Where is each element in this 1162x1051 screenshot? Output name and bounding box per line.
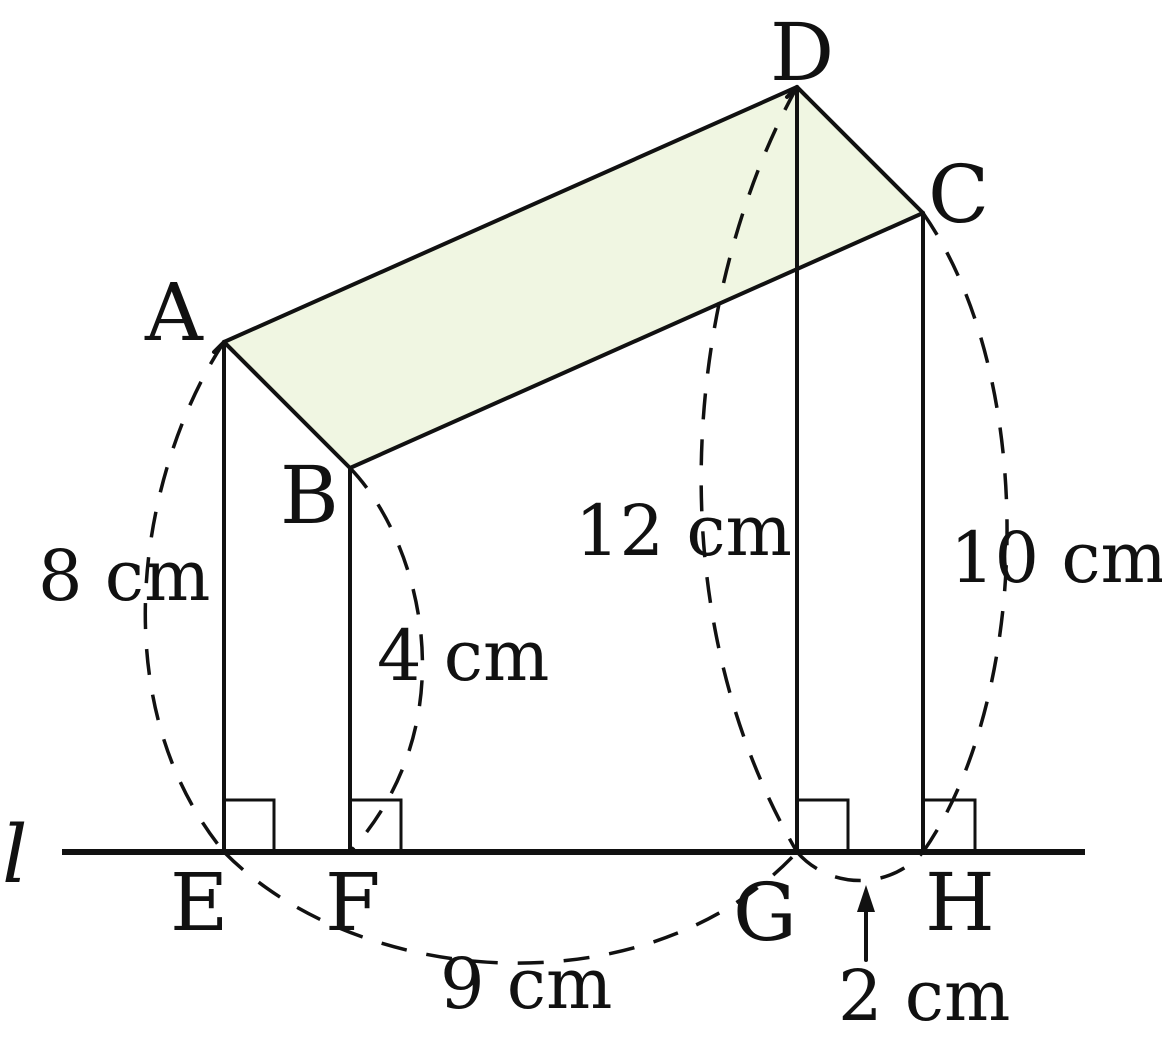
- segment-ab: [222, 340, 352, 470]
- measure-label-dg: 12 cm: [575, 490, 792, 572]
- measure-label-bf: 4 cm: [377, 615, 549, 697]
- point-label-e: E: [170, 856, 228, 949]
- point-label-h: H: [925, 856, 995, 949]
- segment-da: [222, 85, 799, 344]
- right-angle-marker-h: [923, 798, 977, 852]
- dimension-arc-gh: [795, 850, 925, 883]
- right-angle-marker-f: [350, 798, 403, 852]
- measure-label-eg: 9 cm: [440, 943, 612, 1025]
- dimension-arc-ae: [143, 341, 226, 854]
- arc-end-mark-a: [212, 340, 236, 354]
- line-l-label: l: [2, 808, 28, 901]
- point-label-a: A: [144, 266, 204, 359]
- measure-label-ae: 8 cm: [38, 535, 210, 617]
- dimension-arc-ch: [921, 211, 1009, 854]
- point-label-d: D: [770, 6, 834, 99]
- shaded-quadrilateral-abcd: [224, 87, 923, 468]
- right-angle-marker-e: [224, 798, 276, 852]
- dimension-arc-bf: [348, 466, 425, 854]
- segment-bc: [348, 211, 925, 470]
- point-label-f: F: [325, 856, 381, 949]
- point-label-g: G: [733, 866, 797, 959]
- measure-label-gh: 2 cm: [838, 955, 1010, 1037]
- dimension-arc-dg: [699, 86, 799, 853]
- arc-end-mark-d: [785, 85, 809, 99]
- measure-label-ch: 10 cm: [950, 517, 1162, 599]
- point-label-c: C: [928, 148, 989, 241]
- segment-cd: [795, 85, 925, 215]
- right-angle-marker-g: [797, 798, 850, 852]
- pointer-arrowhead-gh: [857, 885, 875, 912]
- point-label-b: B: [280, 449, 339, 542]
